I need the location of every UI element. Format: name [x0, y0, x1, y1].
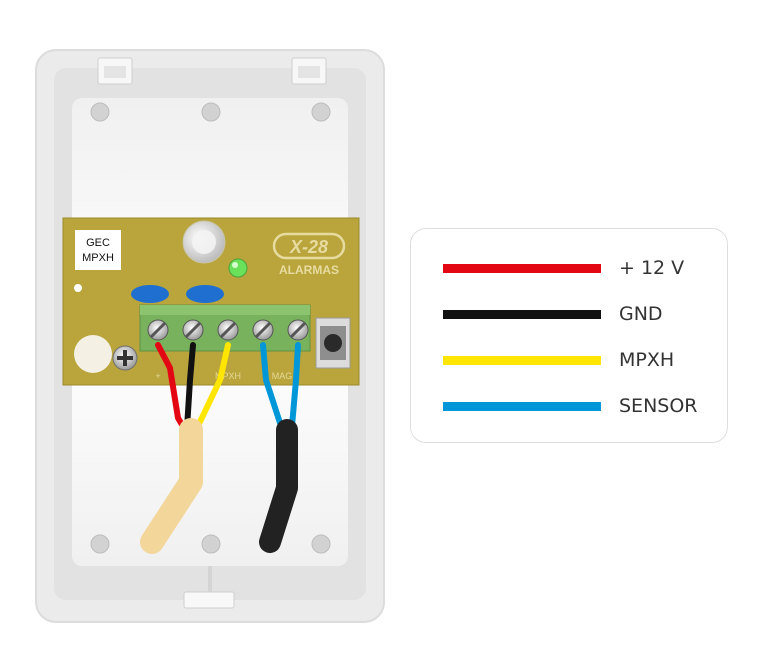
brand-logo-text: X-28	[289, 237, 328, 257]
cable-beige	[140, 418, 203, 554]
terminal-screws	[147, 319, 309, 341]
wires	[155, 342, 301, 431]
terminal-block	[139, 304, 311, 352]
legend-swatch-black	[443, 309, 601, 319]
wire-color-legend: + 12 V GND MPXH SENSOR	[410, 228, 728, 443]
brand-sub-text: ALARMAS	[279, 263, 339, 277]
sensor-lens-icon	[182, 220, 226, 264]
top-clip-right	[291, 57, 327, 85]
wire-red	[155, 342, 187, 431]
circuit-board: GEC MPXH X-28 ALARMAS	[62, 217, 360, 386]
terminal-label-plus: +	[155, 371, 160, 381]
legend-label-12v: + 12 V	[619, 257, 685, 279]
tamper-pad	[74, 335, 112, 373]
terminal-label-mpxh: MPXH	[215, 371, 241, 381]
legend-swatch-blue	[443, 401, 601, 411]
legend-swatch-yellow	[443, 355, 601, 365]
legend-item-sensor: SENSOR	[443, 391, 698, 421]
brand-logo: X-28 ALARMAS	[272, 232, 346, 277]
legend-swatch-red	[443, 263, 601, 273]
wire-blue-right	[289, 342, 301, 429]
terminal-label-mag: MAG	[272, 371, 293, 381]
wire-blue-left	[260, 342, 284, 429]
tamper-button-icon	[315, 317, 351, 369]
model-label	[75, 230, 121, 270]
legend-label-mpxh: MPXH	[619, 349, 675, 371]
model-label-line2: MPXH	[82, 252, 114, 264]
legend-item-mpxh: MPXH	[443, 345, 674, 375]
jumper-right	[186, 285, 224, 303]
wire-black	[184, 342, 196, 431]
led-icon	[228, 258, 248, 278]
cable-black	[259, 419, 298, 553]
cables	[140, 418, 298, 554]
model-label-line1: GEC	[86, 237, 110, 249]
legend-item-12v: + 12 V	[443, 253, 684, 283]
legend-item-gnd: GND	[443, 299, 663, 329]
jumper-left	[131, 285, 169, 303]
legend-label-gnd: GND	[619, 303, 663, 325]
legend-label-sensor: SENSOR	[619, 395, 698, 417]
pcb-hole	[74, 284, 82, 292]
mounting-holes	[90, 102, 331, 554]
wire-yellow	[195, 342, 231, 429]
bottom-clip	[183, 566, 235, 609]
screw-icon	[112, 345, 138, 371]
top-clip-left	[97, 57, 133, 85]
